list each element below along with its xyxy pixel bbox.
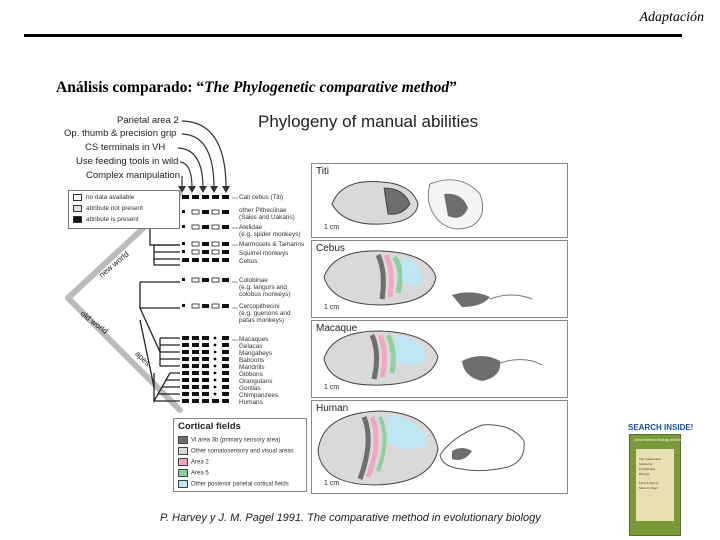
legend-swatch	[73, 205, 82, 212]
cortical-row: Other somatosensory and visual areas	[178, 447, 294, 455]
taxa-label: (e.g. spider monkeys)	[239, 231, 301, 238]
brain-name: Cebus	[316, 243, 345, 254]
book-publisher: Oxford Series in Ecology and Evolution	[634, 438, 690, 442]
taxa-label: Marmosets & Tamarins	[239, 241, 305, 248]
cortical-row: Vl area 3b (primary sensory area)	[178, 436, 280, 444]
legend-row: attribute is present	[73, 216, 139, 223]
book-thumbnail[interactable]: SEARCH INSIDE! Oxford Series in Ecology …	[626, 420, 693, 536]
taxa-label: Colobinae	[239, 277, 268, 284]
book-title-line: The Comparative	[639, 457, 662, 461]
brain-panel-titi: Titi 1 cm	[311, 163, 568, 238]
figure-title: Phylogeny of manual abilities	[258, 112, 479, 131]
section-title-suffix: ”	[449, 79, 457, 96]
cortical-label: Other somatosensory and visual areas	[191, 448, 294, 455]
cortical-swatch	[178, 436, 188, 444]
brain-name: Titi	[316, 166, 329, 177]
taxa-label: patas monkeys)	[239, 317, 285, 324]
cortical-row: Area 5	[178, 469, 209, 477]
taxa-label: Mangabeys	[239, 350, 273, 357]
scale-label: 1 cm	[324, 480, 340, 487]
legend-swatch	[73, 194, 82, 201]
taxa-label: Gelacas	[239, 343, 263, 350]
taxa-label: other Pitheciinae	[239, 207, 287, 214]
cortical-label: Vl area 3b (primary sensory area)	[191, 437, 281, 444]
section-title-prefix: Análisis comparado: “	[56, 79, 205, 96]
cortical-row: Area 2	[178, 458, 209, 466]
section-title-italic: The Phylogenetic comparative method	[204, 79, 450, 96]
legend-label: no data available	[86, 194, 135, 202]
cortical-label: Area 5	[191, 470, 209, 477]
brain-illustration	[323, 250, 533, 307]
book-cover: Oxford Series in Ecology and Evolution T…	[629, 434, 689, 536]
trait-label: Complex manipulation	[86, 170, 180, 181]
cortical-fields-title: Cortical fields	[178, 421, 241, 432]
cortical-swatch	[178, 447, 188, 455]
taxa-label: Mandrills	[239, 364, 265, 371]
brain-illustration	[317, 410, 525, 486]
taxa-label: Atelidae	[239, 224, 263, 231]
cortical-swatch	[178, 458, 188, 466]
taxa-label: Baboons	[239, 357, 265, 364]
cortical-label: Area 2	[191, 459, 209, 466]
matrix-rows	[182, 195, 229, 403]
cortical-fields-legend: Cortical fields Vl area 3b (primary sens…	[173, 418, 307, 492]
book-cover-panel: The Comparative Method in Evolutionary B…	[636, 449, 674, 521]
taxa-label: (e.g. guenons and	[239, 310, 291, 317]
brain-name: Macaque	[316, 323, 358, 334]
legend-box: no data available attribute not present …	[68, 190, 180, 229]
taxa-label: Humans	[239, 399, 263, 406]
cortical-swatch	[178, 480, 188, 488]
trait-label: Use feeding tools in wild	[76, 156, 179, 167]
book-title-line: Biology	[639, 472, 650, 476]
taxa-label: Squirrel monkeys	[239, 250, 289, 257]
trait-matrix	[182, 195, 229, 403]
book-title-line: Method in	[639, 462, 653, 466]
taxa-label: Orangutans	[239, 378, 273, 385]
legend-label: attribute is present	[86, 216, 139, 224]
trait-label: Op. thumb & precision grip	[64, 128, 177, 139]
taxa-label: (e.g. langurs and	[239, 284, 287, 291]
taxa-label: Cali cebus (Titi)	[239, 194, 284, 201]
header-rule	[24, 34, 682, 37]
scale-label: 1 cm	[324, 384, 340, 391]
taxa-label: (Sakis and Uakaris)	[239, 214, 295, 221]
trait-label: Parietal area 2	[117, 115, 179, 126]
taxa-label: colobus monkeys)	[239, 291, 291, 298]
brain-name: Human	[316, 403, 349, 414]
book-author-line: Mark D. Pagel	[639, 486, 658, 490]
book-author-line: Paul H. Harvey	[639, 481, 659, 485]
scale-label: 1 cm	[324, 224, 340, 231]
taxa-label: Gibbons	[239, 371, 263, 378]
header-title: Adaptación	[639, 10, 704, 25]
taxa-label: Cercopithecini	[239, 303, 280, 310]
scale-label: 1 cm	[324, 304, 340, 311]
taxa-label: Gorillas	[239, 385, 261, 392]
legend-row: attribute not present	[73, 205, 143, 212]
cortical-label: Other posterior parietal cortical fields	[191, 481, 289, 488]
taxa-label: Macaques	[239, 336, 269, 343]
legend-row: no data available	[73, 194, 134, 201]
trait-label: CS terminals in VH	[85, 142, 166, 153]
figure-caption: P. Harvey y J. M. Pagel 1991. The compar…	[160, 512, 541, 524]
section-title: Análisis comparado: “The Phylogenetic co…	[56, 79, 457, 97]
brain-panel-human: Human 1 cm	[311, 400, 568, 494]
cortical-swatch	[178, 469, 188, 477]
legend-swatch	[73, 216, 82, 223]
book-title-line: Evolutionary	[639, 467, 656, 471]
legend-label: attribute not present	[86, 205, 143, 213]
taxa-label: Cebus	[239, 258, 258, 265]
brain-illustration	[331, 179, 484, 230]
brain-panel-cebus: Cebus 1 cm	[311, 240, 568, 318]
search-inside-badge[interactable]: SEARCH INSIDE!	[628, 423, 694, 432]
brain-illustration	[323, 330, 543, 386]
brain-panel-macaque: Macaque 1 cm	[311, 320, 568, 398]
cortical-row: Other posterior parietal cortical fields	[178, 480, 289, 488]
taxa-label: Chimpanzees	[239, 392, 279, 399]
